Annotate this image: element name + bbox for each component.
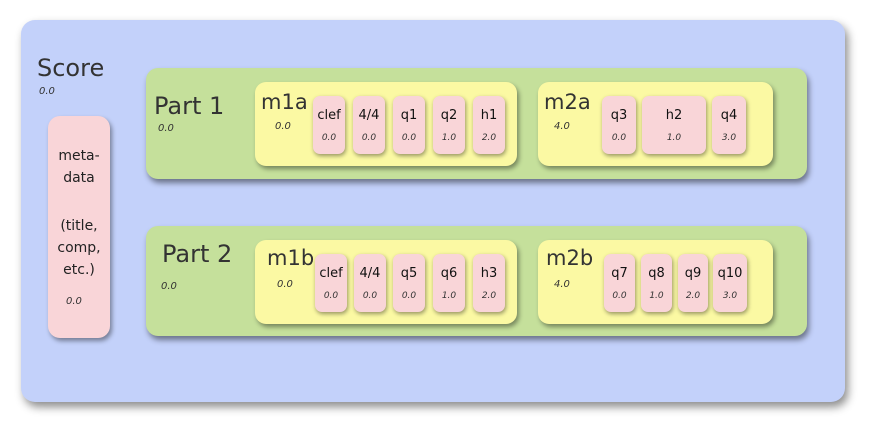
- event-time-signature: 4/4 0.0: [353, 96, 385, 154]
- event-label: q8: [648, 266, 665, 281]
- measure-offset: 0.0: [277, 279, 293, 290]
- event-time-signature: 4/4 0.0: [354, 254, 386, 312]
- event-note: q10 3.0: [713, 254, 747, 312]
- event-offset: 0.0: [321, 133, 337, 143]
- event-note: q5 0.0: [393, 254, 425, 312]
- event-note: q3 0.0: [602, 96, 636, 154]
- event-label: h3: [480, 266, 498, 281]
- event-label: clef: [319, 266, 343, 281]
- event-label: q3: [610, 108, 628, 123]
- event-label: q2: [440, 108, 458, 123]
- event-note: q4 3.0: [712, 96, 746, 154]
- event-label: q5: [400, 266, 418, 281]
- measure-label: m2a: [544, 90, 591, 114]
- event-offset: 2.0: [481, 133, 497, 143]
- event-label: q9: [684, 266, 702, 281]
- event-offset: 1.0: [649, 291, 664, 301]
- event-clef: clef 0.0: [315, 254, 347, 312]
- part-offset: 0.0: [161, 281, 177, 292]
- event-note: q7 0.0: [604, 254, 635, 312]
- measure-m1a: m1a 0.0 clef 0.0 4/4 0.0 q1 0.0 q2 1.0 h…: [255, 82, 517, 166]
- metadata-offset: 0.0: [66, 296, 82, 307]
- metadata-line: data: [63, 170, 95, 186]
- event-note: h3 2.0: [473, 254, 505, 312]
- part-label: Part 1: [154, 92, 225, 120]
- part-1: Part 1 0.0 m1a 0.0 clef 0.0 4/4 0.0 q1 0…: [146, 68, 807, 179]
- event-offset: 2.0: [685, 291, 701, 301]
- event-label: clef: [317, 108, 341, 123]
- event-offset: 0.0: [361, 133, 377, 143]
- part-offset: 0.0: [158, 123, 174, 134]
- event-note: q9 2.0: [678, 254, 708, 312]
- event-note: h2 1.0: [642, 96, 706, 154]
- event-label: q7: [611, 266, 628, 281]
- event-label: h1: [480, 108, 498, 123]
- event-offset: 0.0: [323, 291, 339, 301]
- metadata-line: (title,: [60, 218, 98, 234]
- measure-label: m2b: [546, 246, 594, 270]
- metadata-line: meta-: [58, 148, 100, 164]
- event-note: q2 1.0: [433, 96, 465, 154]
- event-offset: 1.0: [441, 291, 457, 301]
- event-note: q1 0.0: [393, 96, 425, 154]
- measure-m2a: m2a 4.0 q3 0.0 h2 1.0 q4 3.0: [538, 82, 773, 166]
- part-label: Part 2: [162, 240, 233, 268]
- measure-offset: 0.0: [275, 121, 291, 132]
- event-note: q6 1.0: [433, 254, 465, 312]
- event-label: q6: [440, 266, 458, 281]
- event-offset: 3.0: [722, 291, 738, 301]
- metadata-line: comp,: [57, 240, 101, 256]
- measure-offset: 4.0: [554, 279, 570, 290]
- event-offset: 1.0: [441, 133, 457, 143]
- event-clef: clef 0.0: [313, 96, 345, 154]
- measure-label: m1a: [261, 90, 308, 114]
- event-offset: 1.0: [666, 133, 682, 143]
- event-offset: 0.0: [362, 291, 378, 301]
- event-label: q4: [720, 108, 738, 123]
- event-label: q1: [400, 108, 418, 123]
- measure-label: m1b: [267, 246, 315, 270]
- event-offset: 2.0: [481, 291, 497, 301]
- score-label: Score: [37, 54, 105, 82]
- measure-m2b: m2b 4.0 q7 0.0 q8 1.0 q9 2.0 q10 3.0: [538, 240, 773, 324]
- event-offset: 0.0: [611, 133, 627, 143]
- metadata-box: meta- data (title, comp, etc.) 0.0: [48, 116, 110, 338]
- event-label: h2: [665, 108, 683, 123]
- event-offset: 0.0: [401, 291, 417, 301]
- event-label: 4/4: [359, 266, 381, 281]
- event-label: q10: [717, 266, 743, 281]
- measure-offset: 4.0: [554, 121, 570, 132]
- event-offset: 0.0: [401, 133, 417, 143]
- event-note: h1 2.0: [473, 96, 505, 154]
- part-2: Part 2 0.0 m1b 0.0 clef 0.0 4/4 0.0 q5 0…: [146, 226, 807, 336]
- event-note: q8 1.0: [641, 254, 672, 312]
- score-offset: 0.0: [39, 86, 55, 97]
- metadata-line: etc.): [63, 262, 95, 278]
- score-container: Score 0.0 meta- data (title, comp, etc.)…: [21, 20, 845, 402]
- event-label: 4/4: [358, 108, 380, 123]
- measure-m1b: m1b 0.0 clef 0.0 4/4 0.0 q5 0.0 q6 1.0 h…: [255, 240, 517, 324]
- event-offset: 0.0: [612, 291, 627, 301]
- event-offset: 3.0: [721, 133, 737, 143]
